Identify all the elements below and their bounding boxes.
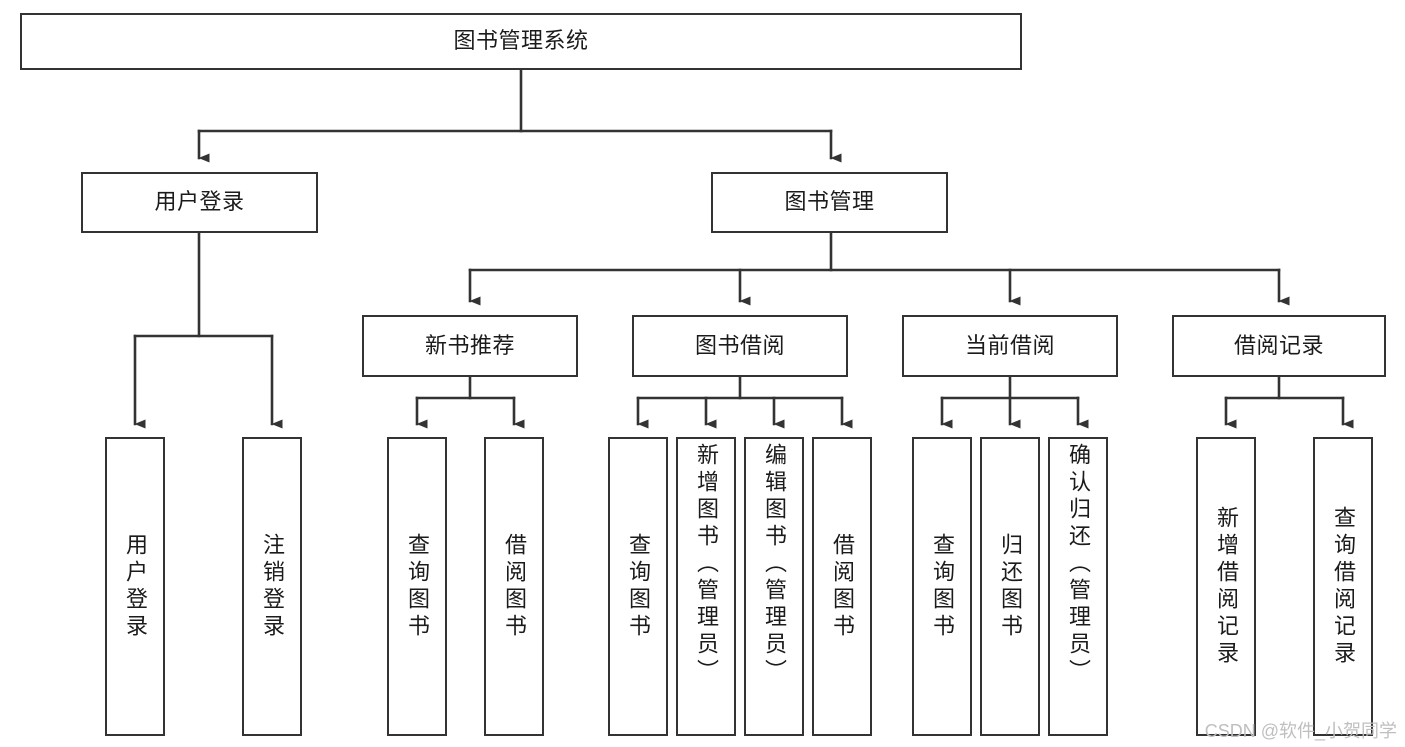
node-label: 当前借阅 bbox=[964, 332, 1055, 358]
leaf-current-confirm-return-admin[interactable]: 确认归还（管理员） bbox=[1048, 437, 1108, 736]
node-label: 新增借阅记录 bbox=[1214, 505, 1239, 668]
node-book-borrowing[interactable]: 图书借阅 bbox=[632, 315, 848, 377]
node-label: 查询图书 bbox=[626, 532, 651, 641]
leaf-borrow-query-books[interactable]: 查询图书 bbox=[608, 437, 668, 736]
node-label: 归还图书 bbox=[998, 532, 1023, 641]
leaf-user-login-logout[interactable]: 注销登录 bbox=[242, 437, 302, 736]
node-label: 用户登录 bbox=[154, 189, 245, 215]
leaf-record-query-borrow-record[interactable]: 查询借阅记录 bbox=[1313, 437, 1373, 736]
leaf-current-query-books[interactable]: 查询图书 bbox=[912, 437, 972, 736]
node-current-borrowing[interactable]: 当前借阅 bbox=[902, 315, 1118, 377]
node-label: 图书管理系统 bbox=[453, 28, 589, 54]
leaf-borrow-edit-book-admin[interactable]: 编辑图书（管理员） bbox=[744, 437, 804, 736]
node-label: 确认归还（管理员） bbox=[1066, 443, 1091, 686]
leaf-borrow-borrow-books[interactable]: 借阅图书 bbox=[812, 437, 872, 736]
leaf-user-login-login[interactable]: 用户登录 bbox=[105, 437, 165, 736]
node-label: 查询图书 bbox=[405, 532, 430, 641]
node-book-management[interactable]: 图书管理 bbox=[711, 172, 948, 233]
node-label: 查询借阅记录 bbox=[1331, 505, 1356, 668]
node-label: 新书推荐 bbox=[424, 332, 515, 358]
leaf-new-book-query-books[interactable]: 查询图书 bbox=[387, 437, 447, 736]
node-label: 编辑图书（管理员） bbox=[762, 443, 787, 686]
leaf-new-book-borrow-books[interactable]: 借阅图书 bbox=[484, 437, 544, 736]
node-user-login[interactable]: 用户登录 bbox=[81, 172, 318, 233]
leaf-record-add-borrow-record[interactable]: 新增借阅记录 bbox=[1196, 437, 1256, 736]
leaf-current-return-books[interactable]: 归还图书 bbox=[980, 437, 1040, 736]
node-label: 用户登录 bbox=[123, 532, 148, 641]
node-new-book-recommendation[interactable]: 新书推荐 bbox=[362, 315, 578, 377]
node-label: 图书借阅 bbox=[694, 332, 785, 358]
node-label: 借阅图书 bbox=[502, 532, 527, 641]
node-label: 注销登录 bbox=[260, 532, 285, 641]
node-label: 查询图书 bbox=[930, 532, 955, 641]
node-label: 图书管理 bbox=[784, 189, 875, 215]
node-label: 借阅图书 bbox=[830, 532, 855, 641]
node-label: 借阅记录 bbox=[1233, 332, 1324, 358]
node-root-book-management-system[interactable]: 图书管理系统 bbox=[20, 13, 1022, 70]
node-borrow-records[interactable]: 借阅记录 bbox=[1172, 315, 1386, 377]
node-label: 新增图书（管理员） bbox=[694, 443, 719, 686]
leaf-borrow-add-book-admin[interactable]: 新增图书（管理员） bbox=[676, 437, 736, 736]
